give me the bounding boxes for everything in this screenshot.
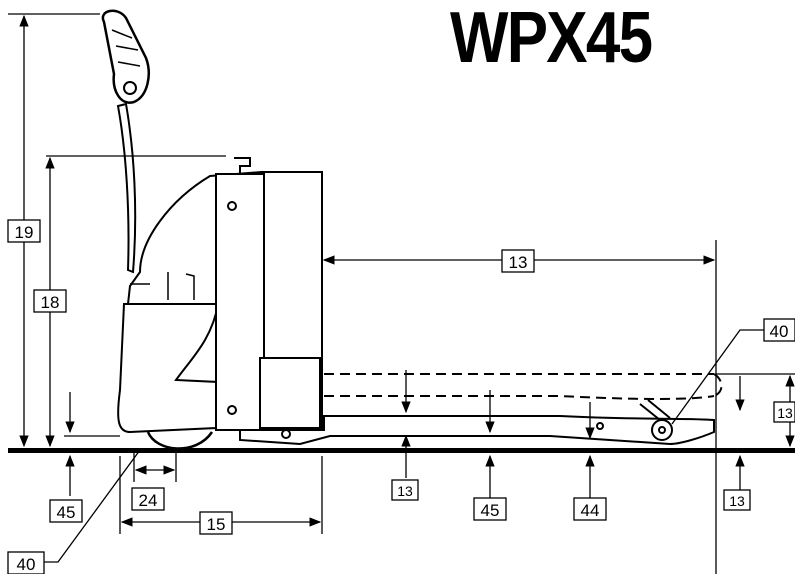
callout-15: 15 <box>199 511 233 535</box>
drive-wheel <box>146 431 214 450</box>
tiller-arm <box>116 102 137 274</box>
svg-text:18: 18 <box>41 293 60 312</box>
callout-19: 19 <box>7 219 41 243</box>
svg-text:13: 13 <box>729 493 745 509</box>
dimension-lines <box>8 13 795 574</box>
svg-text:40: 40 <box>770 322 789 341</box>
svg-text:13: 13 <box>397 483 413 499</box>
callout-40-bottom: 40 <box>7 551 45 574</box>
truck-body <box>101 9 715 450</box>
callout-44: 44 <box>573 497 607 521</box>
callout-24: 24 <box>131 487 165 511</box>
tiller-grip <box>101 9 150 104</box>
svg-text:40: 40 <box>17 555 36 574</box>
svg-text:19: 19 <box>15 223 34 242</box>
callout-18: 18 <box>33 289 67 313</box>
model-title: WPX45 <box>450 0 653 78</box>
svg-text:13: 13 <box>777 405 793 421</box>
mast-panel <box>215 173 265 431</box>
callout-45-mid: 45 <box>473 497 507 521</box>
fork <box>239 415 715 446</box>
hood-lower <box>117 303 220 434</box>
svg-text:45: 45 <box>57 503 76 522</box>
svg-text:24: 24 <box>139 491 158 510</box>
callout-40-right: 40 <box>763 318 795 342</box>
raised-fork-outline <box>324 373 723 400</box>
floor-line <box>8 448 795 453</box>
svg-text:44: 44 <box>581 501 600 520</box>
callout-13-bottom-right: 13 <box>723 489 751 511</box>
callout-13-mid: 13 <box>391 479 419 501</box>
callout-13-right: 13 <box>773 401 795 423</box>
callout-45-left: 45 <box>49 499 83 523</box>
callout-13-top: 13 <box>501 249 535 273</box>
svg-text:45: 45 <box>481 501 500 520</box>
svg-text:15: 15 <box>207 515 226 534</box>
control-box <box>259 357 321 429</box>
svg-text:13: 13 <box>509 253 528 272</box>
